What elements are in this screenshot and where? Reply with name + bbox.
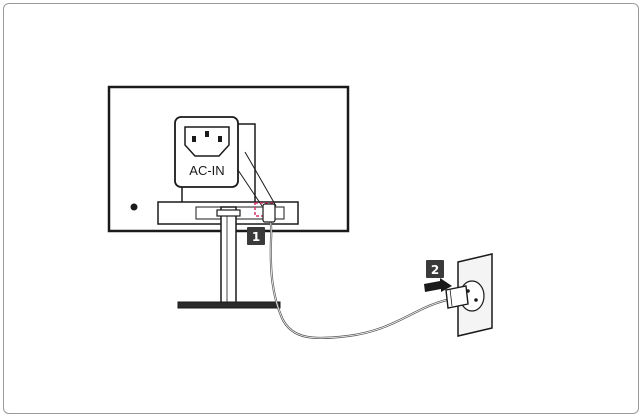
step-1-label: 1 xyxy=(252,230,260,244)
wall-plug-icon xyxy=(445,285,469,309)
callout-line-left xyxy=(237,169,263,207)
power-cable-icon xyxy=(262,203,456,340)
ac-in-label: AC-IN xyxy=(189,163,224,178)
power-button-dot xyxy=(130,203,138,211)
wall-outlet-icon xyxy=(457,253,493,337)
step-1-badge: 1 xyxy=(247,227,265,245)
ac-in-socket-icon: AC-IN xyxy=(174,116,239,188)
plug-direction-arrow-icon xyxy=(424,278,452,292)
step-2-label: 2 xyxy=(431,263,439,277)
stand-icon xyxy=(177,206,281,309)
callout-line-right xyxy=(244,151,277,207)
step-2-badge: 2 xyxy=(426,260,444,278)
